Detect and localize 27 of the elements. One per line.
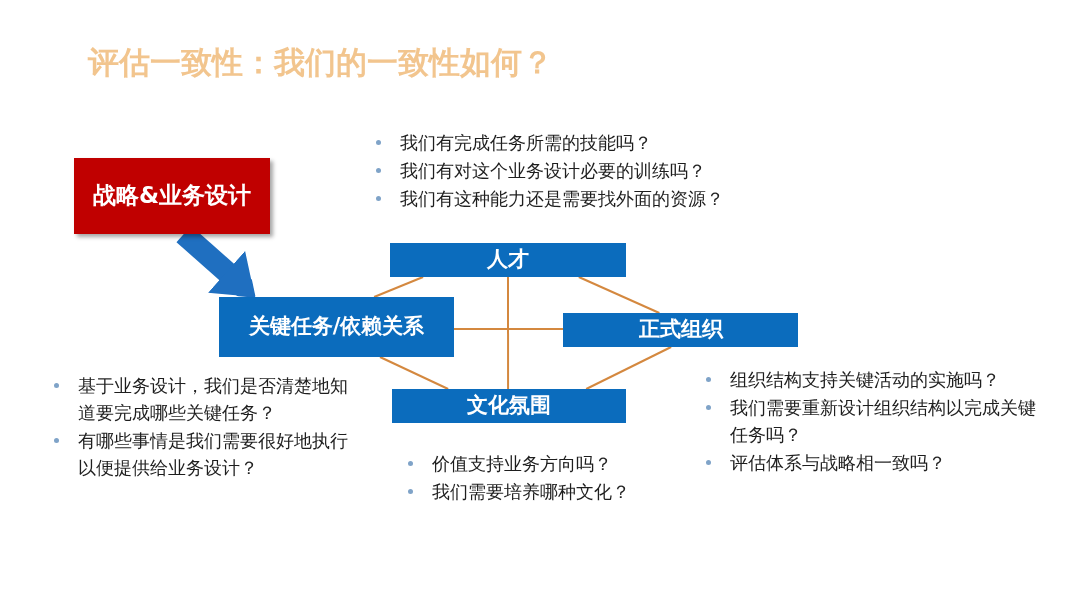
bullet-text: 我们有对这个业务设计必要的训练吗？ — [400, 159, 707, 183]
node-label: 正式组织 — [638, 317, 723, 343]
connector-line — [577, 276, 661, 314]
connector-line — [373, 276, 425, 298]
process-box — [219, 297, 454, 357]
node-label: 关键任务/依赖关系 — [248, 314, 425, 340]
highlight-box — [74, 158, 270, 234]
bullet-text: 我们有这种能力还是需要找外面的资源？ — [400, 187, 725, 211]
bullet-text: 价值支持业务方向吗？ — [432, 452, 613, 476]
connector-line — [379, 356, 450, 390]
slide-title: 评估一致性：我们的一致性如何？ — [88, 43, 553, 82]
bullet-text: 我们需要培养哪种文化？ — [432, 480, 631, 504]
bullet-text: 我们有完成任务所需的技能吗？ — [400, 131, 653, 155]
bullet-text: 评估体系与战略相一致吗？ — [730, 451, 947, 475]
bullet-text: 组织结构支持关键活动的实施吗？ — [730, 368, 1001, 392]
node-label: 战略&业务设计 — [92, 182, 252, 210]
node-label: 文化氛围 — [467, 393, 551, 419]
connector-line — [453, 328, 564, 330]
bullet-text: 基于业务设计，我们是否清楚地知道要完成哪些关键任务？ — [78, 374, 349, 425]
connector-line — [507, 276, 510, 390]
process-box — [392, 389, 626, 423]
connector-line — [585, 346, 673, 390]
node-label: 人才 — [487, 247, 529, 273]
process-box — [390, 243, 626, 277]
process-box — [563, 313, 798, 347]
bullet-text: 有哪些事情是我们需要很好地执行以便提供给业务设计？ — [78, 429, 349, 480]
bullet-text: 我们需要重新设计组织结构以完成关键任务吗？ — [730, 396, 1037, 447]
